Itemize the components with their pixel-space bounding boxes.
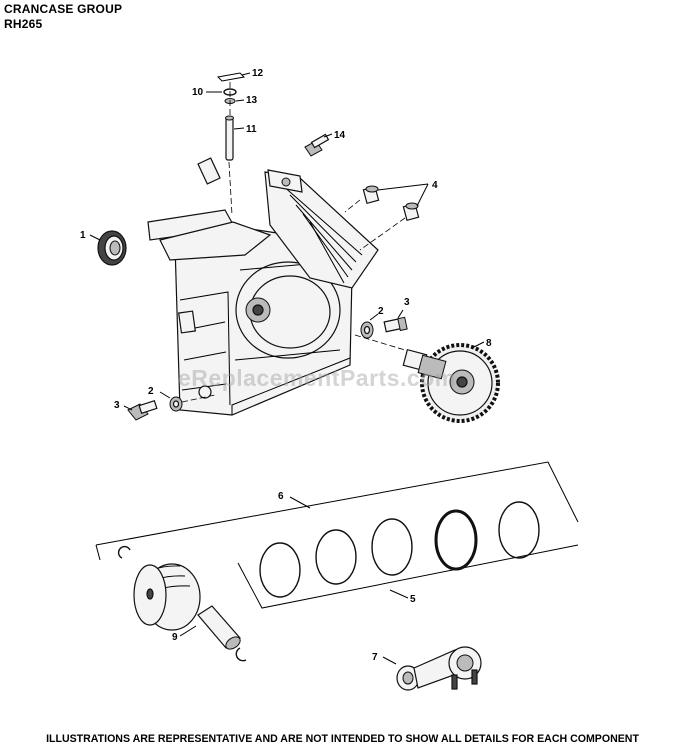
connecting-rod	[396, 646, 482, 691]
callout-3-left: 3	[114, 400, 120, 411]
washer-screw-right	[354, 316, 446, 363]
callout-12: 12	[252, 68, 264, 79]
callout-6: 6	[278, 491, 284, 502]
callout-14: 14	[334, 130, 346, 141]
breather-bolt	[304, 133, 330, 157]
watermark: eReplacementParts.com	[178, 365, 456, 391]
washer-screw-left	[127, 394, 216, 421]
piston-pin	[197, 605, 247, 662]
callout-10: 10	[192, 87, 204, 98]
callout-7: 7	[372, 652, 378, 663]
camshaft-gear	[402, 343, 500, 423]
callout-4: 4	[432, 180, 438, 191]
piston	[117, 545, 201, 631]
callout-1: 1	[80, 230, 86, 241]
callout-11: 11	[246, 124, 257, 135]
crankcase	[147, 169, 379, 416]
piston-kit-outline	[95, 461, 579, 561]
callout-3-right: 3	[404, 297, 410, 308]
model-number: RH265	[4, 17, 43, 31]
tube-assembly	[197, 72, 246, 216]
callout-8: 8	[486, 338, 492, 349]
disclaimer-footer: ILLUSTRATIONS ARE REPRESENTATIVE AND ARE…	[46, 733, 639, 745]
callout-13: 13	[246, 95, 258, 106]
callout-9: 9	[172, 632, 178, 643]
callout-2-left: 2	[148, 386, 154, 397]
callout-5: 5	[410, 594, 416, 605]
dowel-pins	[344, 185, 420, 251]
oil-seal	[97, 230, 127, 266]
callout-2-right: 2	[378, 306, 384, 317]
diagram-title: CRANCASE GROUP	[4, 2, 123, 16]
piston-rings	[237, 501, 579, 609]
